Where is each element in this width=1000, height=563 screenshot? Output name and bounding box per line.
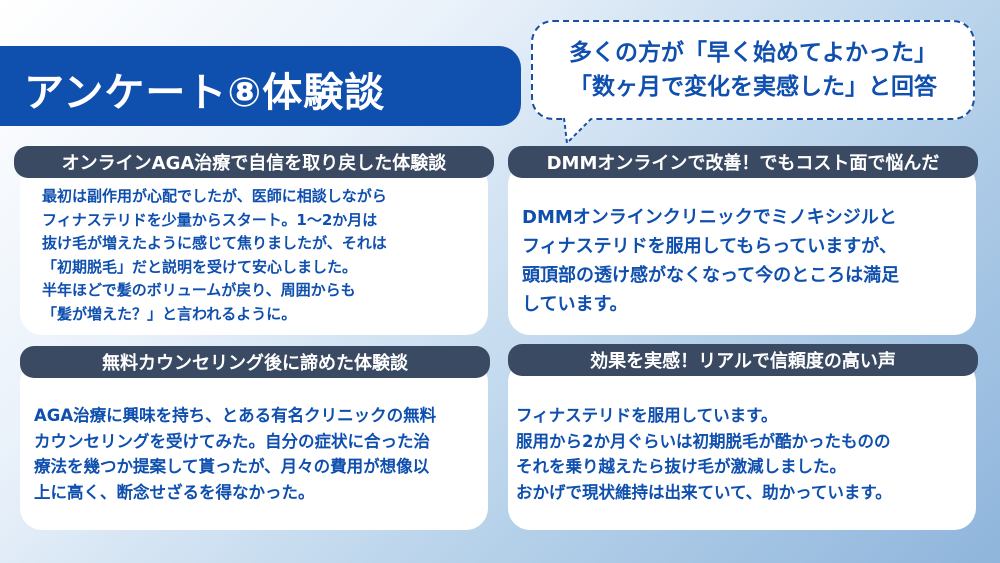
card-4-line: 服用から2か月ぐらいは初期脱毛が酷かったものの bbox=[516, 431, 891, 451]
card-2-line: フィナステリドを服用してもらっていますが、 bbox=[522, 236, 897, 257]
card-heading-4: 効果を実感！リアルで信頼度の高い声 bbox=[508, 344, 978, 376]
card-1-line: 半年ほどで髪のボリュームが戻り、周囲からも bbox=[42, 281, 356, 299]
testimonial-card-3 bbox=[20, 360, 488, 530]
card-1-line: 最初は副作用が心配でしたが、医師に相談しながら bbox=[42, 187, 387, 205]
card-2-line: DMMオンラインクリニックでミノキシジルと bbox=[522, 207, 897, 228]
card-heading-2: DMMオンラインで改善！でもコスト面で悩んだ bbox=[508, 146, 978, 178]
callout-line-1: 多くの方が「早く始めてよかった」 bbox=[569, 40, 937, 66]
card-4-line: フィナステリドを服用しています。 bbox=[516, 406, 778, 425]
card-body-1: 最初は副作用が心配でしたが、医師に相談しながら フィナステリドを少量からスタート… bbox=[42, 185, 387, 326]
callout-bubble: 多くの方が「早く始めてよかった」 「数ヶ月で変化を実感した」と回答 bbox=[531, 20, 975, 120]
callout-tail bbox=[563, 118, 593, 144]
card-3-line: 療法を幾つか提案して貰ったが、月々の費用が想像以 bbox=[34, 457, 430, 476]
card-heading-1: オンラインAGA治療で自信を取り戻した体験談 bbox=[14, 146, 494, 178]
card-3-line: 上に高く、断念せざるを得なかった。 bbox=[34, 482, 315, 502]
card-1-line: フィナステリドを少量からスタート。1〜2か月は bbox=[42, 210, 378, 229]
testimonial-card-4 bbox=[508, 360, 976, 530]
testimonial-card-1 bbox=[20, 163, 488, 335]
callout-line-2: 「数ヶ月で変化を実感した」と回答 bbox=[569, 74, 937, 100]
card-1-line: 「初期脱毛」だと説明を受けて安心しました。 bbox=[42, 257, 358, 276]
card-4-line: おかげで現状維持は出来ていて、助かっています。 bbox=[516, 482, 892, 502]
card-2-line: 頭頂部の透け感がなくなって今のところは満足 bbox=[522, 265, 900, 286]
card-body-4: フィナステリドを服用しています。 服用から2か月ぐらいは初期脱毛が酷かったものの… bbox=[516, 403, 892, 505]
title-banner: アンケート⑧体験談 bbox=[0, 46, 521, 126]
card-1-line: 抜け毛が増えたように感じて焦りましたが、それは bbox=[42, 234, 387, 252]
card-2-line: しています。 bbox=[522, 294, 628, 315]
card-heading-3: 無料カウンセリング後に諦めた体験談 bbox=[20, 346, 490, 378]
page-title: アンケート⑧体験談 bbox=[24, 70, 386, 116]
card-1-line: 「髪が増えた？」と言われるように。 bbox=[42, 304, 297, 323]
card-body-3: AGA治療に興味を持ち、とある有名クリニックの無料 カウンセリングを受けてみた。… bbox=[34, 403, 436, 505]
testimonial-card-2 bbox=[508, 163, 976, 335]
card-body-2: DMMオンラインクリニックでミノキシジルと フィナステリドを服用してもらっていま… bbox=[522, 203, 899, 319]
card-4-line: それを乗り越えたら抜け毛が激減しました。 bbox=[516, 457, 846, 476]
card-3-line: AGA治療に興味を持ち、とある有名クリニックの無料 bbox=[34, 406, 437, 425]
card-3-line: カウンセリングを受けてみた。自分の症状に合った治 bbox=[34, 431, 430, 451]
